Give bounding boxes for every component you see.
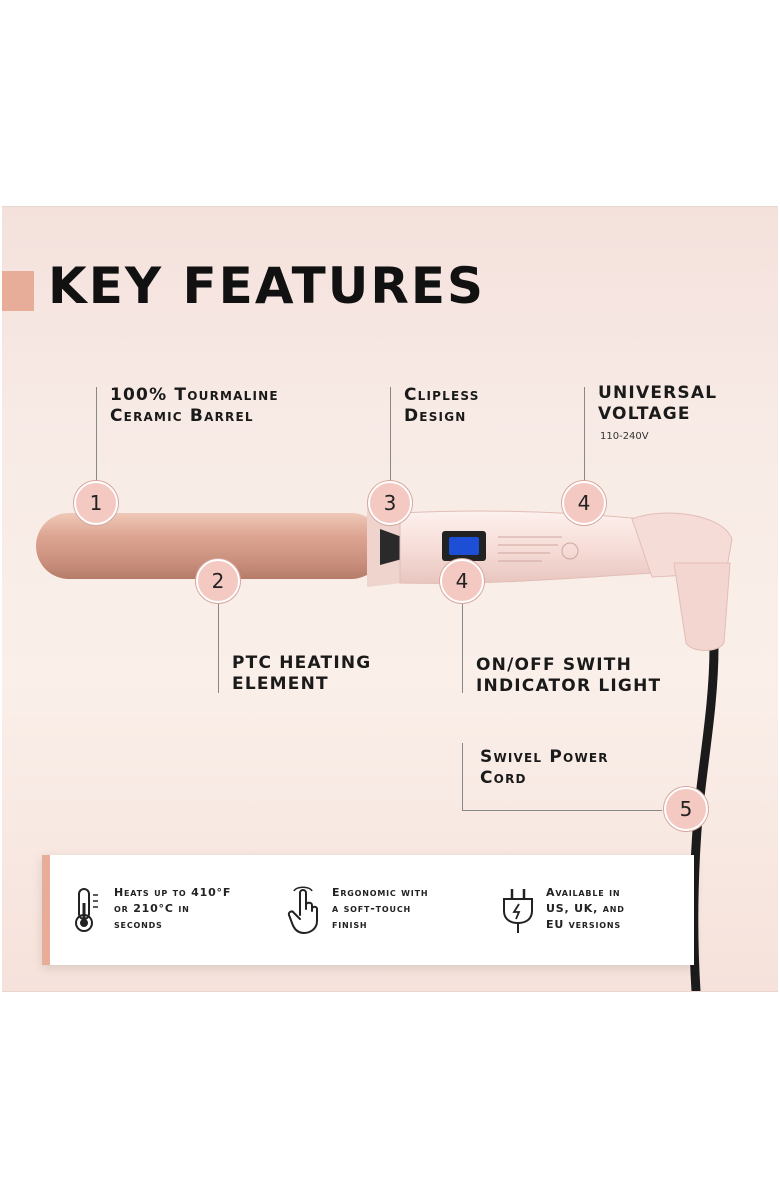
feature-cord-label: Swivel Power Cord xyxy=(480,747,609,788)
info-versions-text: Available in US, UK, and EU versions xyxy=(546,886,625,931)
callout-line-4-top xyxy=(584,387,585,481)
page-title: KEY FEATURES xyxy=(48,257,486,315)
feature-voltage-label: UNIVERSAL VOLTAGE xyxy=(598,383,718,424)
marker-2: 2 xyxy=(196,559,240,603)
info-ergonomic-text: Ergonomic with a soft-touch finish xyxy=(332,886,429,931)
info-strip-accent xyxy=(42,855,50,965)
title-accent-bar xyxy=(2,271,34,311)
barrel-shape xyxy=(36,513,384,579)
marker-1: 1 xyxy=(74,481,118,525)
callout-line-5-v xyxy=(462,743,463,811)
callout-line-5-h xyxy=(462,810,662,811)
marker-3: 3 xyxy=(368,481,412,525)
plug-icon xyxy=(503,889,533,933)
info-item-ergonomic: Ergonomic with a soft-touch finish xyxy=(280,855,480,965)
marker-4-bottom: 4 xyxy=(440,559,484,603)
voltage-range: 110-240V xyxy=(600,431,649,442)
feature-heating-label: PTC HEATING ELEMENT xyxy=(232,653,372,694)
callout-line-3 xyxy=(390,387,391,481)
feature-clipless-label: Clipless Design xyxy=(404,385,480,426)
feature-barrel-label: 100% Tourmaline Ceramic Barrel xyxy=(110,385,279,426)
info-item-versions: Available in US, UK, and EU versions xyxy=(494,855,690,965)
callout-line-4-bottom xyxy=(462,601,463,693)
info-heat-text: Heats up to 410°F or 210°C in seconds xyxy=(114,886,232,931)
info-item-heat: Heats up to 410°F or 210°C in seconds xyxy=(62,855,262,965)
info-strip: Heats up to 410°F or 210°C in seconds Er… xyxy=(42,855,694,965)
callout-line-2 xyxy=(218,601,219,693)
touch-hand-icon xyxy=(287,886,318,934)
marker-5: 5 xyxy=(664,787,708,831)
marker-4-top: 4 xyxy=(562,481,606,525)
callout-line-1 xyxy=(96,387,97,481)
feature-switch-label: ON/OFF SWITH INDICATOR LIGHT xyxy=(476,655,662,696)
thermometer-icon xyxy=(75,888,98,932)
key-features-panel: KEY FEATURES xyxy=(2,206,778,992)
power-switch-shape xyxy=(449,537,479,555)
